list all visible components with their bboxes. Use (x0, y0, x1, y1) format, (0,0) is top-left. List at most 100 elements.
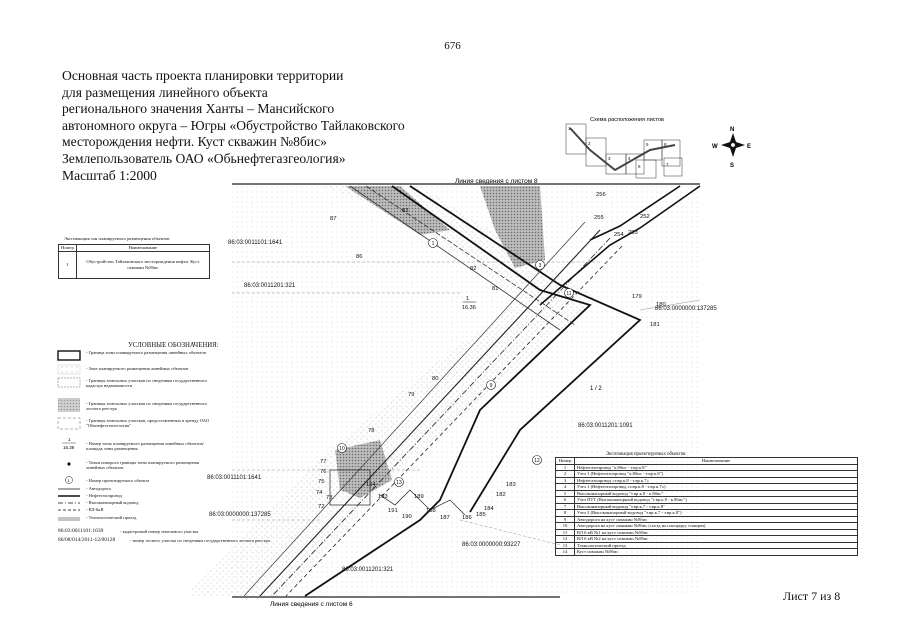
object-marker-label: 11 (566, 291, 571, 297)
point-label: 74 (316, 490, 323, 496)
legend-item: - Номер зоны планируемого размещения лин… (86, 441, 204, 452)
cadastral-label: 86:03:0000000:137285 (655, 306, 717, 312)
table-cell: Обустройство Тайлаковского месторождения… (75, 250, 211, 279)
legend-item: - Технологический проезд (86, 515, 137, 520)
planned-zone-boundary (409, 185, 642, 513)
access-road (243, 221, 586, 597)
legend-item: - Границы земельных участков по сведения… (86, 401, 207, 412)
point-label: 193 (378, 494, 388, 500)
svg-text:1: 1 (68, 437, 71, 442)
point-label: 254 (614, 232, 624, 238)
point-label: 194 (366, 482, 376, 488)
sheet-layout-inset: Схема расположения листов 1 2 3 4 5 6 7 … (565, 117, 683, 179)
cadastral-boundary (639, 299, 701, 311)
cadastral-label: 86:03:0011101:1641 (228, 240, 283, 246)
legend-item: - Высоконапорный водовод (86, 500, 139, 505)
point-label: 255 (594, 215, 604, 221)
svg-text:4: 4 (628, 156, 631, 161)
scale-line: Масштаб 1:2000 (62, 167, 157, 183)
table-cell: Автодорога на куст скважин №8бис (574, 515, 858, 523)
table-header: Номер (58, 244, 77, 252)
cadastral-label: 86:03:0000000:137285 (209, 512, 271, 518)
zones-legend-table: Номер Наименование 1 Обустройство Тайлак… (58, 244, 211, 279)
point-label: 77 (320, 459, 326, 465)
title-line: Основная часть проекта планировки террит… (62, 68, 344, 83)
svg-text:W: W (712, 144, 718, 150)
object-marker-label: 9 (490, 383, 493, 389)
hatched-area (335, 440, 392, 498)
legend-item: - Граница зоны планируемого размещения л… (86, 350, 206, 355)
point-label: 181 (650, 322, 660, 328)
legend-item: - Номер проектируемого объекта (86, 478, 150, 483)
legend-item: - номер лесного участка по сведениям гос… (130, 538, 270, 543)
point-label: 86 (356, 254, 362, 260)
table-cell: Автодорога на куст скважин №8бис (съезд … (574, 522, 858, 530)
table-cell: 1 (58, 250, 77, 279)
legend-title: УСЛОВНЫЕ ОБОЗНАЧЕНИЯ: (128, 342, 219, 349)
inset-caption: Схема расположения листов (590, 117, 664, 123)
table-cell: Узел 2 (Высоконапорный водовод "т.вр.к.7… (574, 509, 858, 517)
top-match-label: Линия сведения с листом 8 (455, 178, 538, 185)
point-label: 184 (484, 506, 494, 512)
access-road (349, 185, 561, 331)
object-marker-label: 13 (396, 480, 402, 486)
title-block: Основная часть проекта планировки террит… (62, 68, 405, 184)
title-line: месторождения нефти. Куст скважин №8бис» (62, 134, 327, 150)
forest-plot-label: 1 / 2 (590, 386, 602, 392)
point-label: 190 (402, 514, 412, 520)
point-label: 253 (628, 230, 638, 236)
compass-rose-icon: N S W E (712, 127, 751, 169)
table-cell: Куст скважин №8бис (574, 548, 858, 556)
point-label: 80 (432, 376, 438, 382)
point-label: 81 (492, 286, 498, 292)
object-marker (428, 238, 438, 248)
point-label: 256 (596, 192, 606, 198)
table-cell: 14 (555, 548, 575, 556)
point-label: 252 (640, 214, 650, 220)
title-line: для размещения линейного объекта (62, 84, 268, 100)
cadastral-label: 86:03:0000000:93227 (462, 542, 521, 548)
point-label: 72 (318, 504, 324, 510)
cadastral-label: 86:03:0011101:1641 (207, 475, 262, 481)
svg-text:5: 5 (646, 142, 649, 147)
svg-text:6: 6 (638, 164, 641, 169)
legend-item: - Границы земельных участков, предоставл… (86, 418, 209, 429)
svg-text:N: N (730, 127, 734, 133)
table-cell: ВЛ 6 кВ №1 на куст скважин №8бис (574, 528, 858, 536)
cadastral-boundary (459, 519, 561, 546)
legend-item: - ВЛ-6кВ (86, 507, 104, 512)
hatched-area (480, 186, 545, 268)
point-label: 82 (470, 266, 476, 272)
zones-legend-caption: Экспликация зон планируемого размещения … (64, 236, 170, 241)
svg-text:S: S (730, 163, 734, 169)
table-row: 1 Обустройство Тайлаковского месторожден… (58, 250, 211, 279)
svg-text:8: 8 (664, 142, 667, 147)
legend-item: - кадастровый номер земельного участка (120, 529, 199, 534)
bottom-match-label: Линия сведения с листом 6 (270, 601, 353, 608)
cadastral-label: 86:03:0011201:321 (342, 567, 394, 573)
forest-number-example: 86/08/014/2011-12/00128 (58, 537, 116, 543)
high-pressure-water-line (271, 237, 611, 597)
object-marker (337, 443, 347, 453)
legend-item: - Нефтегазопровод (86, 493, 123, 498)
title-line: регионального значения Ханты – Мансийско… (62, 101, 335, 117)
point-label: 75 (318, 479, 324, 485)
legend-item: - Границы земельных участков по сведения… (86, 378, 207, 389)
point-label: 179 (632, 294, 642, 300)
cadastral-label: 86:03:0011201:1091 (578, 423, 633, 429)
point-label: 73 (326, 495, 332, 501)
legend-item: - Зона планируемого размещения линейных … (86, 366, 189, 371)
zone-marker: 1 16.36 (462, 296, 476, 311)
point-label: 187 (440, 515, 450, 521)
point-label: 183 (506, 482, 516, 488)
technological-passage (379, 489, 466, 516)
point-label: 87 (330, 216, 336, 222)
title-line: автономного округа – Югры «Обустройство … (62, 117, 405, 133)
object-marker-label: 3 (539, 263, 542, 269)
object-marker-label: 1 (432, 241, 435, 247)
existing-corridor (190, 186, 600, 596)
object-marker-label: 12 (534, 458, 540, 464)
